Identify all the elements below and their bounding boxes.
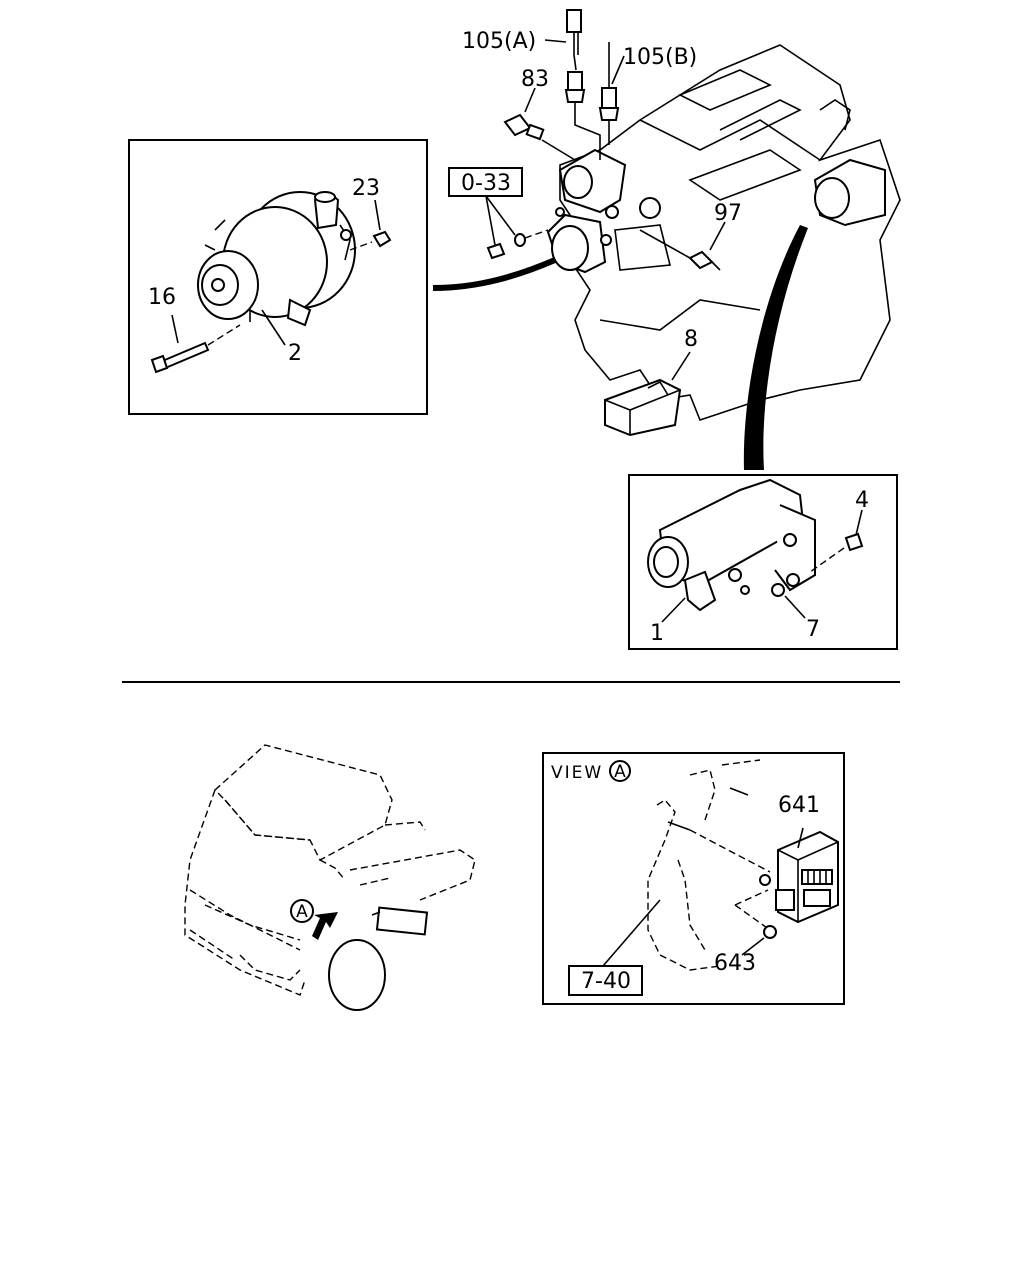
callout-2: 2: [288, 341, 302, 366]
callout-4: 4: [855, 488, 869, 513]
sensor-105a: [564, 9, 601, 160]
thermostat-housing: [546, 148, 627, 274]
callout-8: 8: [684, 327, 698, 352]
starter-panel: [628, 474, 898, 650]
callout-16: 16: [148, 285, 176, 310]
alternator-location-arrow: [432, 257, 557, 291]
callout-641: 641: [778, 793, 820, 818]
view-a-panel: VIEW A 7-40: [542, 752, 845, 1005]
view-marker-a: A: [614, 762, 626, 782]
sensor-105b: [598, 42, 620, 145]
callout-643: 643: [714, 951, 756, 976]
callout-105b: 105(B): [623, 45, 697, 70]
callout-7: 7: [806, 617, 820, 642]
view-direction-arrow: [312, 912, 338, 940]
truck-marker-a: A: [296, 902, 308, 922]
view-label: VIEW: [551, 763, 603, 783]
ref-box-0-33: 0-33: [448, 167, 549, 260]
starter-location-arrow: [743, 225, 808, 470]
starter-on-engine: [813, 158, 886, 227]
sensor-bracket: [604, 378, 682, 437]
callout-83: 83: [521, 67, 549, 92]
sensor-97: [639, 229, 721, 271]
ref-7-40-label: 7-40: [581, 969, 631, 994]
callout-1: 1: [650, 621, 664, 646]
ref-0-33-label: 0-33: [461, 171, 511, 196]
engine-block: [559, 44, 901, 421]
sensor-83: [503, 113, 576, 161]
truck-cab: A: [184, 744, 476, 1011]
callout-97: 97: [714, 201, 742, 226]
alternator-panel: [128, 139, 428, 415]
callout-23: 23: [352, 176, 380, 201]
callout-105a: 105(A): [462, 29, 536, 54]
